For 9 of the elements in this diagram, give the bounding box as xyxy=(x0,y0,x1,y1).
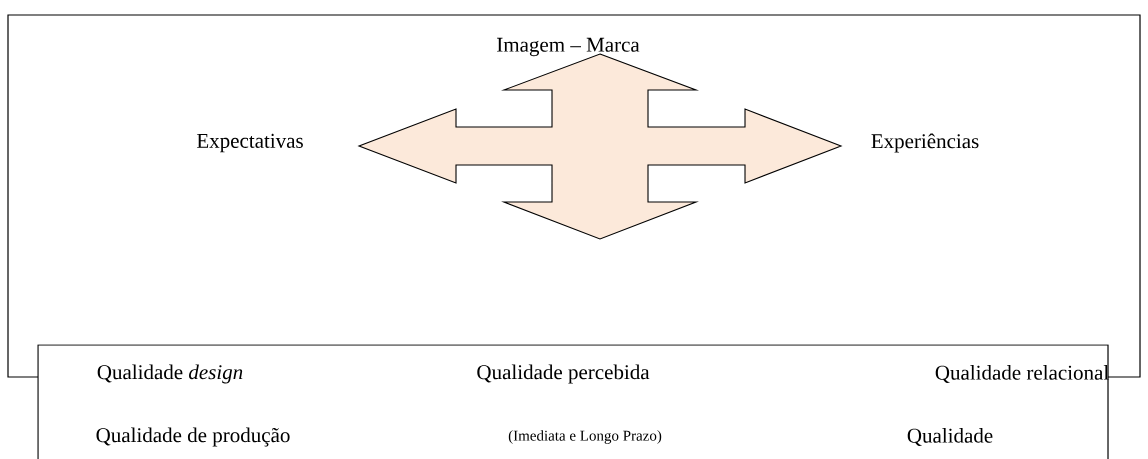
box-label: Imagem – Marca xyxy=(497,37,640,57)
box-label: Expectativas xyxy=(197,133,303,153)
box-label: Qualidade design xyxy=(97,364,243,384)
text-box xyxy=(37,344,1109,459)
box-label: Experiências xyxy=(871,133,979,153)
box-label: Qualidade de produção xyxy=(96,427,290,447)
box-label: (Imediata e Longo Prazo) xyxy=(508,430,662,444)
box-label: Qualidade xyxy=(907,428,993,446)
box-label: Qualidade percebida xyxy=(477,364,650,384)
